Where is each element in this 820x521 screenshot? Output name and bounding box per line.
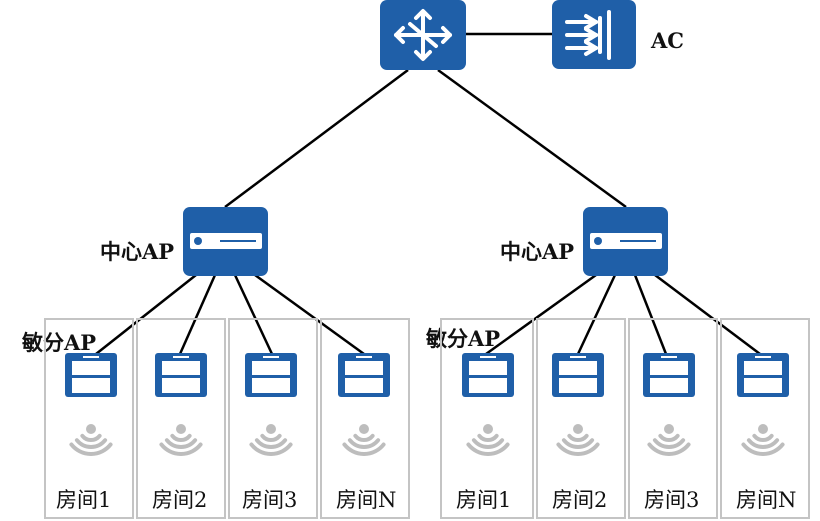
wifi-icon-left-3 bbox=[249, 424, 293, 456]
room-box-right-2 bbox=[536, 318, 626, 519]
left-distributed-ap-label: 敏分AP bbox=[22, 330, 97, 355]
room-box-left-1 bbox=[44, 318, 134, 519]
right-ap-link-4 bbox=[654, 274, 761, 355]
router-left-ap-link bbox=[224, 68, 409, 209]
wifi-icon-left-1 bbox=[69, 424, 113, 456]
room-label-left-n: 房间N bbox=[336, 488, 397, 512]
room-label-right-n: 房间N bbox=[736, 488, 797, 512]
ac-label: AC bbox=[651, 28, 685, 53]
wifi-icon-right-3 bbox=[647, 424, 691, 456]
left-ap-link-4 bbox=[254, 273, 365, 356]
right-distributed-ap-label: 敏分AP bbox=[426, 326, 501, 351]
room-label-left-3: 房间3 bbox=[242, 488, 298, 512]
wifi-icon-left-4 bbox=[342, 424, 386, 456]
right-ap-link-1 bbox=[485, 273, 597, 356]
room-box-left-n bbox=[320, 318, 410, 519]
wifi-icon-right-2 bbox=[556, 424, 600, 456]
room-box-right-3 bbox=[628, 318, 718, 519]
room-box-left-2 bbox=[136, 318, 226, 519]
room-box-left-3 bbox=[228, 318, 318, 519]
room-label-right-1: 房间1 bbox=[456, 488, 512, 512]
room-label-left-2: 房间2 bbox=[152, 488, 208, 512]
left-central-ap-label: 中心AP bbox=[100, 239, 175, 264]
room-box-right-n bbox=[720, 318, 810, 519]
left-ap-link-3 bbox=[233, 274, 274, 355]
room-box-right-1 bbox=[440, 318, 534, 519]
wifi-icon-left-2 bbox=[159, 424, 203, 456]
wifi-icon-right-1 bbox=[466, 424, 510, 456]
right-ap-link-2 bbox=[576, 274, 617, 355]
room-label-left-1: 房间1 bbox=[56, 488, 112, 512]
room-label-right-3: 房间3 bbox=[644, 488, 700, 512]
right-ap-link-3 bbox=[633, 274, 668, 355]
room-label-right-2: 房间2 bbox=[552, 488, 608, 512]
left-ap-link-2 bbox=[178, 274, 217, 355]
right-central-ap-label: 中心AP bbox=[500, 239, 575, 264]
left-ap-link-1 bbox=[95, 274, 197, 355]
router-right-ap-link bbox=[437, 68, 627, 209]
wifi-icon-right-4 bbox=[741, 424, 785, 456]
